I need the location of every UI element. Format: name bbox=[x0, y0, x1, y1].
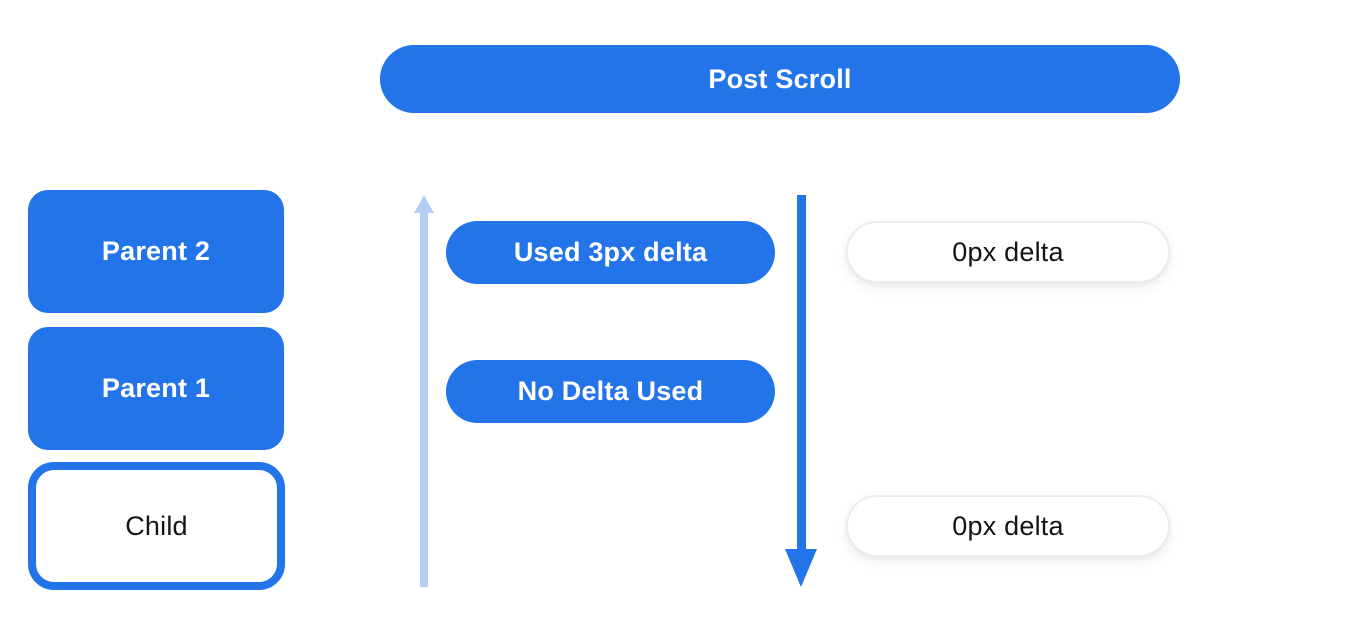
top-zero-delta-pill: 0px delta bbox=[846, 221, 1170, 283]
post-scroll-header: Post Scroll bbox=[380, 45, 1180, 113]
up-arrow-head-icon bbox=[414, 195, 434, 213]
child-box: Child bbox=[28, 462, 285, 590]
parent-1-box: Parent 1 bbox=[28, 327, 284, 450]
no-delta-used-pill: No Delta Used bbox=[446, 360, 775, 423]
up-arrow-shaft bbox=[420, 210, 428, 587]
parent-2-box: Parent 2 bbox=[28, 190, 284, 313]
down-arrow-shaft bbox=[797, 195, 806, 551]
used-delta-pill: Used 3px delta bbox=[446, 221, 775, 284]
down-arrow-head-icon bbox=[785, 549, 817, 587]
bottom-zero-delta-pill: 0px delta bbox=[846, 495, 1170, 557]
